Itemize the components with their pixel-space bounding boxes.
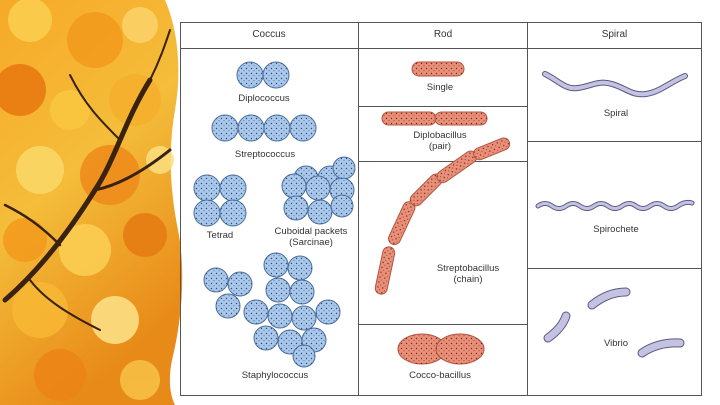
spiral-illustration [545, 74, 685, 94]
streptococcus-illustration [212, 115, 316, 141]
staphylococcus-illustration [204, 253, 340, 367]
cocco-bacillus-label: Cocco-bacillus [380, 370, 500, 381]
spirochete-label: Spirochete [570, 224, 662, 235]
cuboidal-packets-illustration [282, 157, 355, 224]
diplobacillus-illustration [382, 112, 487, 125]
cocco-bacillus-illustration [398, 334, 484, 364]
cuboidal-packets-label: Cuboidal packets (Sarcinae) [264, 226, 358, 248]
streptococcus-label: Streptococcus [210, 149, 320, 160]
spiral-label: Spiral [576, 108, 656, 119]
single-rod-label: Single [390, 82, 490, 93]
spirochete-illustration [538, 202, 692, 208]
staphylococcus-label: Staphylococcus [220, 370, 330, 381]
diplococcus-label: Diplococcus [220, 93, 308, 104]
diplococcus-illustration [237, 62, 289, 88]
tetrad-illustration [194, 175, 246, 226]
bacteria-morphology-chart: Coccus Rod Spiral [180, 22, 702, 396]
streptobacillus-label: Streptobacillus (chain) [418, 263, 518, 285]
vibrio-label: Vibrio [586, 338, 646, 349]
diplobacillus-label: Diplobacillus (pair) [380, 130, 500, 152]
single-rod-illustration [412, 62, 464, 76]
autumn-leaves-image [0, 0, 190, 405]
tetrad-label: Tetrad [190, 230, 250, 241]
